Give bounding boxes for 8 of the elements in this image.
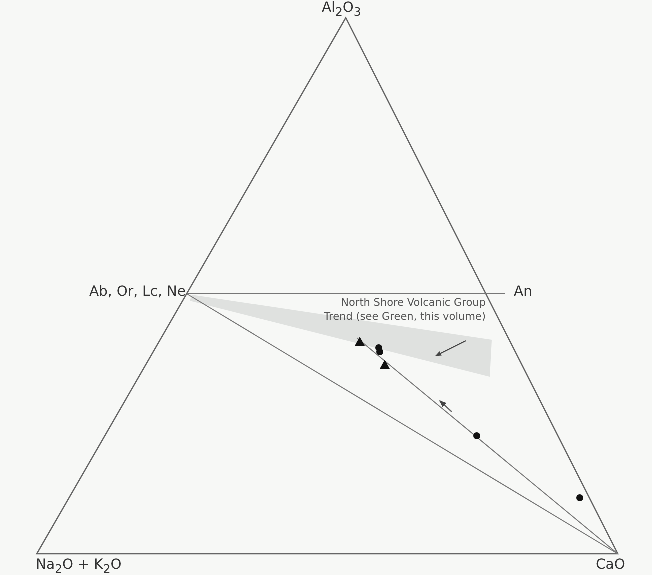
vertex-label: An bbox=[514, 284, 532, 300]
leader-arrow bbox=[435, 340, 466, 356]
annotation-text: North Shore Volcanic Group Trend (see Green, this volume) bbox=[318, 296, 486, 324]
vertex-label: Na$_{2}$O + K$_{2}$O bbox=[36, 557, 122, 575]
vertex-label: Al$_{2}$O$_{3}$ bbox=[322, 0, 362, 19]
trend-band bbox=[190, 295, 492, 377]
vertex-label: Ab, Or, Lc, Ne bbox=[89, 284, 186, 300]
vertex-label: CaO bbox=[596, 557, 626, 573]
